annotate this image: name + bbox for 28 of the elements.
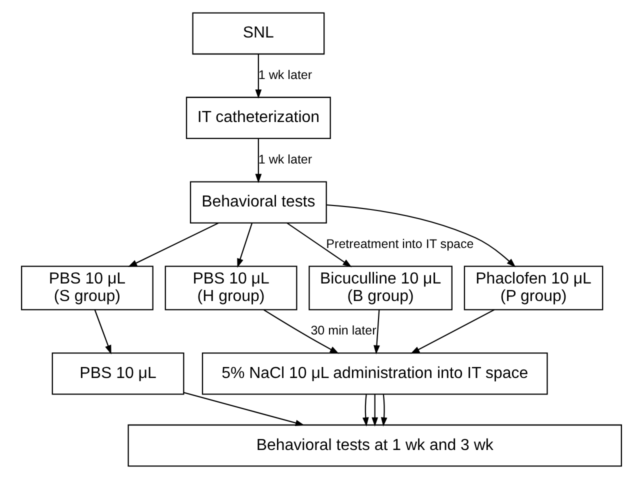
node-box: PBS 10 μL (H group)	[164, 266, 298, 310]
arrow	[362, 394, 369, 427]
arrow	[410, 309, 495, 354]
arrow	[255, 138, 262, 184]
edge-label: 1 wk later	[258, 68, 312, 82]
node-box: PBS 10 μL (S group)	[21, 266, 154, 310]
node-box: 5% NaCl 10 μL administration into IT space	[202, 352, 548, 395]
edge-label: Pretreatment into IT space	[326, 236, 474, 251]
arrow	[255, 54, 262, 99]
edge-label: 1 wk later	[258, 152, 312, 166]
arrow	[380, 394, 388, 427]
node-box: PBS 10 μL	[52, 352, 184, 395]
edge-label: 30 min later	[310, 324, 376, 338]
node-box: Behavioral tests	[190, 181, 327, 224]
arrow	[372, 394, 378, 427]
arrow	[94, 310, 112, 354]
node-box: Bicuculline 10 μL (B group)	[308, 266, 452, 310]
arrow	[128, 222, 219, 268]
node-box: SNL	[192, 12, 325, 55]
arrow	[326, 204, 516, 268]
node-box: IT catheterization	[186, 96, 331, 140]
arrow	[264, 309, 339, 354]
arrow	[374, 310, 380, 354]
node-box: Phaclofen 10 μL (P group)	[464, 266, 604, 310]
node-box: Behavioral tests at 1 wk and 3 wk	[128, 424, 622, 467]
arrow	[286, 222, 352, 268]
arrow	[184, 392, 305, 426]
arrow	[237, 223, 252, 268]
